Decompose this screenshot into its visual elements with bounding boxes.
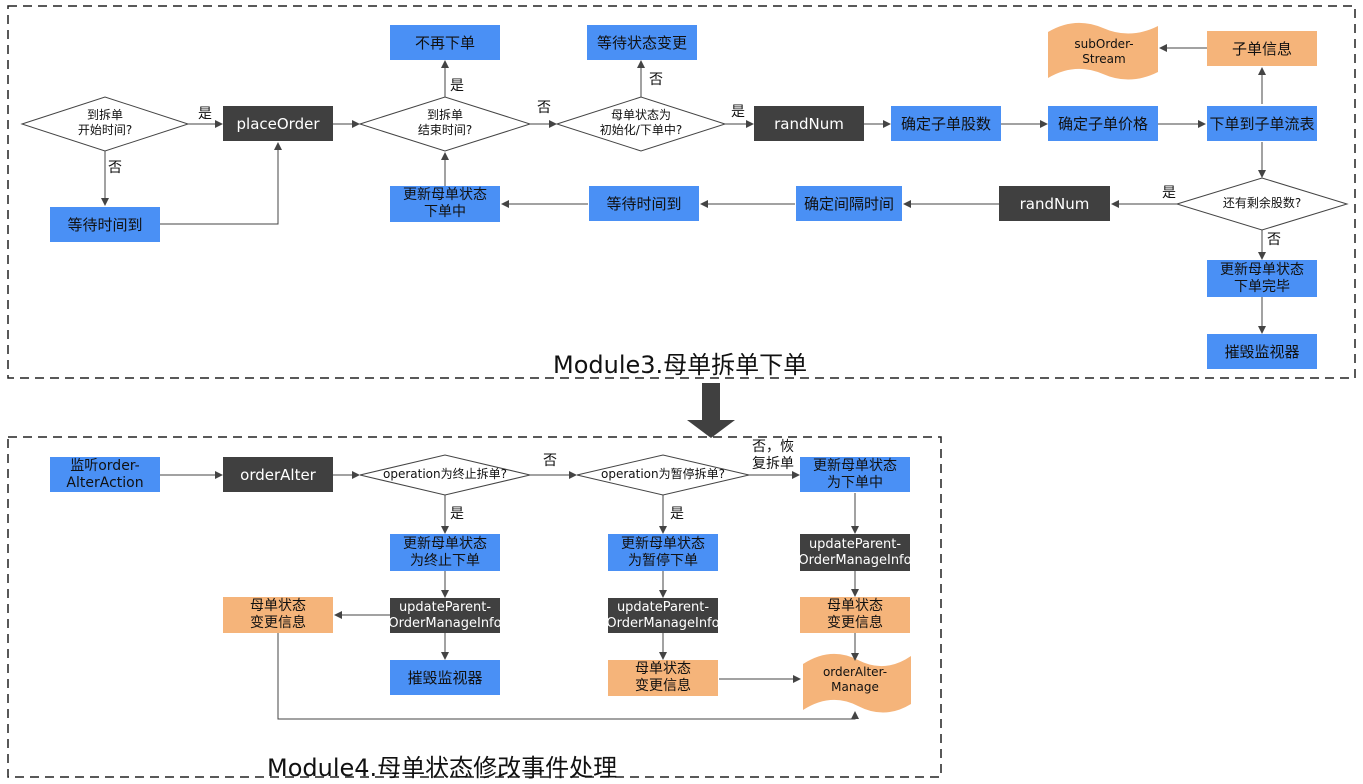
transition-arrow	[687, 383, 735, 438]
confirm-shares-label: 确定子单股数	[900, 114, 991, 133]
order-alter-box: orderAlter	[223, 457, 333, 492]
destroy-monitor-label: 摧毁监视器	[1224, 342, 1300, 361]
remaining-question: 还有剩余股数?	[1222, 196, 1302, 210]
update-info-1-box: updateParent- OrderManageInfo	[388, 598, 502, 633]
update-parent-ordering-label: 更新母单状态 下单中	[403, 187, 487, 220]
wait-time-label: 等待时间到	[67, 215, 143, 234]
destroy-monitor-box: 摧毁监视器	[1207, 334, 1317, 369]
change-info-1-box: 母单状态 变更信息	[223, 597, 333, 633]
terminate-question: operation为终止拆单?	[383, 467, 507, 481]
update-info-3-box: updateParent- OrderManageInfo	[798, 534, 912, 571]
yes-label-terminate: 是	[450, 506, 464, 522]
rand-num-top-box: randNum	[754, 106, 864, 141]
module3-title: Module3.母单拆单下单	[553, 351, 808, 379]
yes-label-status: 是	[731, 104, 745, 120]
update-to-ordering-label: 更新母单状态 为下单中	[813, 457, 897, 491]
module3-frame	[7, 5, 1356, 379]
confirm-price-box: 确定子单价格	[1048, 106, 1158, 141]
no-resume-label: 否，恢 复拆单	[752, 439, 794, 472]
no-label-status: 否	[649, 72, 663, 88]
update-to-ordering-box: 更新母单状态 为下单中	[800, 457, 910, 492]
no-more-order-label: 不再下单	[414, 33, 475, 52]
wait-status-change-box: 等待状态变更	[587, 25, 697, 60]
change-info-3-label: 母单状态 变更信息	[827, 598, 883, 631]
sub-order-info-box: 子单信息	[1207, 31, 1317, 66]
sub-order-info-label: 子单信息	[1231, 39, 1292, 58]
order-alter-manage-label: orderAlter- Manage	[822, 665, 888, 694]
pause-question: operation为暂停拆单?	[601, 467, 725, 481]
update-to-pause-box: 更新母单状态 为暂停下单	[608, 534, 718, 571]
change-info-1-label: 母单状态 变更信息	[250, 598, 306, 631]
update-parent-ordering-box: 更新母单状态 下单中	[390, 186, 500, 222]
update-parent-done-box: 更新母单状态 下单完毕	[1207, 260, 1317, 297]
yes-label-end: 是	[450, 78, 464, 94]
update-to-terminate-box: 更新母单状态 为终止下单	[390, 534, 500, 571]
rand-num-bottom-box: randNum	[999, 186, 1110, 221]
change-info-2-box: 母单状态 变更信息	[608, 660, 718, 696]
update-info-2-box: updateParent- OrderManageInfo	[606, 598, 720, 633]
module4-frame	[7, 436, 942, 778]
wait-time-2-label: 等待时间到	[606, 194, 682, 213]
module4-title: Module4.母单状态修改事件处理	[267, 754, 618, 782]
listen-label: 监听order- AlterAction	[66, 457, 144, 491]
end-time-question: 到拆单 结束时间?	[417, 108, 473, 137]
confirm-interval-box: 确定间隔时间	[796, 186, 902, 221]
start-time-question: 到拆单 开始时间?	[77, 108, 133, 137]
wait-time-box: 等待时间到	[50, 207, 160, 242]
listen-box: 监听order- AlterAction	[50, 457, 160, 492]
destroy-monitor-2-box: 摧毁监视器	[390, 660, 500, 695]
update-parent-done-label: 更新母单状态 下单完毕	[1220, 261, 1304, 295]
change-info-2-label: 母单状态 变更信息	[635, 661, 691, 694]
update-info-1-label: updateParent- OrderManageInfo	[388, 599, 502, 631]
confirm-shares-box: 确定子单股数	[891, 106, 1001, 141]
no-label-start: 否	[108, 160, 122, 176]
yes-label-remaining: 是	[1162, 185, 1176, 201]
yes-label-pause: 是	[670, 506, 684, 522]
decision-remaining	[1175, 177, 1349, 231]
no-label-terminate: 否	[543, 453, 557, 469]
rand-num-top-label: randNum	[774, 114, 844, 133]
wait-time-2-box: 等待时间到	[589, 186, 699, 221]
parent-status-question: 母单状态为 初始化/下单中?	[599, 108, 683, 137]
yes-label-start: 是	[198, 106, 212, 122]
no-more-order-box: 不再下单	[390, 25, 500, 60]
order-alter-label: orderAlter	[240, 465, 316, 484]
place-order-label: placeOrder	[236, 114, 320, 133]
change-info-3-box: 母单状态 变更信息	[800, 597, 910, 633]
confirm-interval-label: 确定间隔时间	[803, 194, 894, 213]
order-alter-manage-shape	[803, 653, 911, 713]
place-order-box: placeOrder	[223, 106, 333, 141]
no-label-remaining: 否	[1267, 232, 1281, 248]
update-info-2-label: updateParent- OrderManageInfo	[606, 599, 720, 631]
sub-order-stream-label: subOrder- Stream	[1074, 37, 1134, 66]
wait-status-change-label: 等待状态变更	[596, 33, 687, 52]
update-to-terminate-label: 更新母单状态 为终止下单	[403, 535, 487, 569]
order-to-stream-box: 下单到子单流表	[1207, 106, 1317, 141]
confirm-price-label: 确定子单价格	[1057, 114, 1148, 133]
update-to-pause-label: 更新母单状态 为暂停下单	[621, 535, 705, 569]
no-label-end: 否	[537, 100, 551, 116]
rand-num-bottom-label: randNum	[1019, 194, 1090, 213]
sub-order-stream-shape	[1048, 22, 1158, 80]
destroy-monitor-2-label: 摧毁监视器	[407, 668, 483, 687]
order-to-stream-label: 下单到子单流表	[1209, 114, 1315, 133]
update-info-3-label: updateParent- OrderManageInfo	[798, 536, 912, 568]
